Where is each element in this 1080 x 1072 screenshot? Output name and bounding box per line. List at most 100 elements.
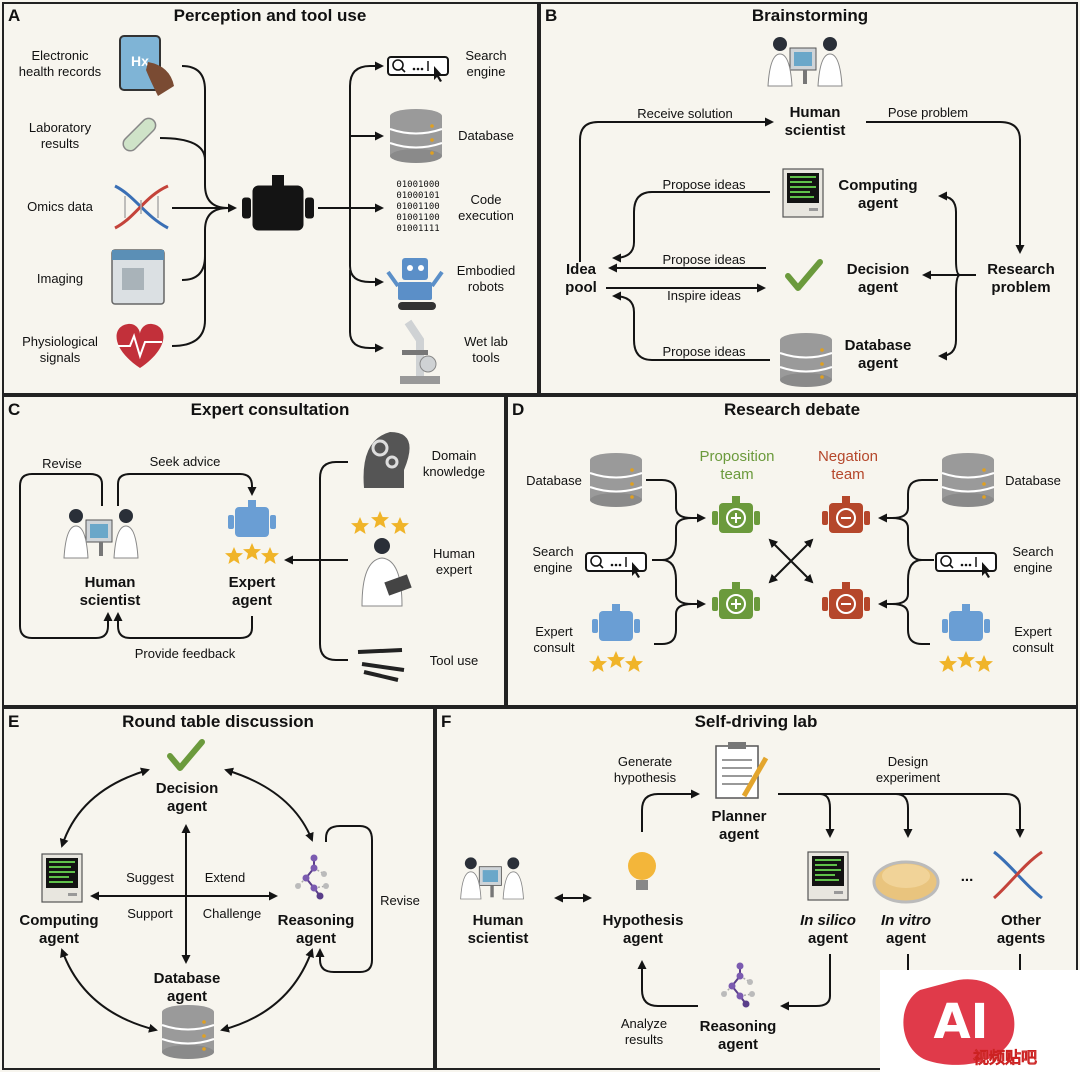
f-design-experiment-label: Design experiment xyxy=(875,754,941,785)
database-icon-d-left xyxy=(589,452,643,508)
expert-robot-icon-d-left xyxy=(592,604,640,641)
e-support-label: Support xyxy=(127,906,173,921)
embodied-robot-icon xyxy=(386,258,444,310)
imaging-scanner-icon xyxy=(111,249,165,305)
panel-f-graphics xyxy=(554,789,1025,1011)
c-human-expert-label: Human expert xyxy=(433,546,475,577)
test-tube-icon xyxy=(122,117,157,152)
f-reasoning-agent-label: Reasoning agent xyxy=(699,1018,777,1053)
search-engine-icon-d-left xyxy=(585,552,647,579)
d-expert-left-label: Expert consult xyxy=(533,624,575,655)
reasoning-icon-f xyxy=(720,961,756,1009)
reasoning-icon-e xyxy=(294,853,330,901)
panel-a-letter: A xyxy=(8,6,21,25)
c-human-scientist-label: Human scientist xyxy=(79,574,141,609)
planner-clipboard-icon xyxy=(715,742,769,799)
tools-icon xyxy=(357,648,405,682)
f-planner-agent-label: Planner agent xyxy=(711,808,767,843)
f-human-scientist-label: Human scientist xyxy=(467,912,529,947)
expert-agent-robot-icon xyxy=(228,500,276,537)
panel-d-title: Research debate xyxy=(723,400,861,419)
f-insilico-agent-label: agent xyxy=(807,930,848,947)
e-revise-label: Revise xyxy=(380,893,420,908)
b-database-agent-label: Database agent xyxy=(844,337,912,372)
e-challenge-label: Challenge xyxy=(202,906,262,921)
stars-icon-expert xyxy=(351,511,409,534)
brain-gears-icon xyxy=(363,432,410,488)
panel-c-graphics xyxy=(19,461,348,661)
database-icon xyxy=(389,108,443,164)
negation-robot-top-icon xyxy=(822,496,870,533)
b-computing-agent-label: Computing agent xyxy=(838,177,918,212)
c-seek-advice-label: Seek advice xyxy=(149,454,221,469)
f-analyze-results-label: Analyze results xyxy=(620,1016,668,1047)
f-hypothesis-agent-label: Hypothesis agent xyxy=(602,912,684,947)
database-icon-b xyxy=(779,332,833,388)
f-ellipsis: ... xyxy=(960,868,974,885)
d-database-left-label: Database xyxy=(526,473,582,488)
b-receive-solution-label: Receive solution xyxy=(637,106,733,121)
binary-code-text: 01001000 01000101 01001100 01001100 0100… xyxy=(396,180,440,234)
c-provide-feedback-label: Provide feedback xyxy=(134,646,236,661)
c-expert-agent-label: Expert agent xyxy=(228,574,276,609)
lightbulb-icon xyxy=(628,852,656,890)
f-other-agents-label: Other agents xyxy=(996,912,1046,947)
b-propose-ideas-3: Propose ideas xyxy=(662,344,746,359)
human-scientist-icon-f xyxy=(460,856,524,900)
e-database-agent-label: Database agent xyxy=(153,970,221,1005)
panel-f-title: Self-driving lab xyxy=(694,712,818,731)
petri-dish-icon xyxy=(872,860,940,904)
tablet-icon: Hx xyxy=(119,35,174,96)
panel-e-title: Round table discussion xyxy=(122,712,314,731)
checkmark-icon-b xyxy=(788,262,820,288)
dna-icon xyxy=(114,184,169,230)
d-expert-right-label: Expert consult xyxy=(1012,624,1054,655)
e-decision-agent-label: Decision agent xyxy=(155,780,219,815)
computer-icon-f xyxy=(807,851,849,901)
computer-icon-b xyxy=(782,168,824,218)
panel-e-graphics xyxy=(59,767,373,1033)
database-icon-e xyxy=(161,1004,215,1060)
panel-d-letter: D xyxy=(512,400,525,419)
b-decision-agent-label: Decision agent xyxy=(846,261,910,296)
proposition-robot-top-icon xyxy=(712,496,760,533)
e-extend-label: Extend xyxy=(204,870,246,885)
tool-database-label: Database xyxy=(458,128,514,143)
b-propose-ideas-2: Propose ideas xyxy=(662,252,746,267)
tool-code-label: Code execution xyxy=(458,192,514,223)
stars-icon-d-right xyxy=(939,651,993,672)
panel-e-letter: E xyxy=(8,712,20,731)
e-computing-agent-label: Computing agent xyxy=(19,912,99,947)
input-imaging-label: Imaging xyxy=(36,271,84,286)
stars-icon-d-left xyxy=(589,651,643,672)
d-search-right-label: Search engine xyxy=(1012,544,1054,575)
d-negation-team-label: Negation team xyxy=(817,448,879,483)
tool-robots-label: Embodied robots xyxy=(456,263,516,294)
watermark-logo xyxy=(880,970,1080,1072)
tool-wetlab-label: Wet lab tools xyxy=(464,334,508,365)
heart-icon xyxy=(116,323,164,368)
f-generate-hypothesis-label: Generate hypothesis xyxy=(613,754,677,785)
computer-icon-e xyxy=(41,853,83,903)
f-invitro-label: In vitro xyxy=(880,912,931,929)
panel-b-graphics xyxy=(579,117,1025,361)
human-scientist-icon-b xyxy=(767,36,843,87)
panel-d-graphics xyxy=(646,479,938,645)
input-physio-label: Physiological signals xyxy=(22,334,98,365)
b-idea-pool-label: Idea pool xyxy=(565,261,597,296)
b-research-problem-label: Research problem xyxy=(987,261,1055,296)
microscope-icon xyxy=(400,319,440,384)
e-reasoning-agent-label: Reasoning agent xyxy=(277,912,355,947)
central-agent-robot-icon xyxy=(242,175,314,231)
c-tool-use-label: Tool use xyxy=(429,653,479,668)
f-invitro-agent-label: agent xyxy=(885,930,926,947)
e-suggest-label: Suggest xyxy=(126,870,174,885)
b-propose-ideas-1: Propose ideas xyxy=(662,177,746,192)
d-proposition-team-label: Proposition team xyxy=(699,448,775,483)
d-database-right-label: Database xyxy=(1005,473,1061,488)
search-engine-icon-d-right xyxy=(935,552,997,579)
c-domain-knowledge-label: Domain knowledge xyxy=(422,448,486,479)
input-omics-label: Omics data xyxy=(27,199,93,214)
panel-b-title: Brainstorming xyxy=(751,6,869,25)
b-inspire-ideas: Inspire ideas xyxy=(667,288,741,303)
